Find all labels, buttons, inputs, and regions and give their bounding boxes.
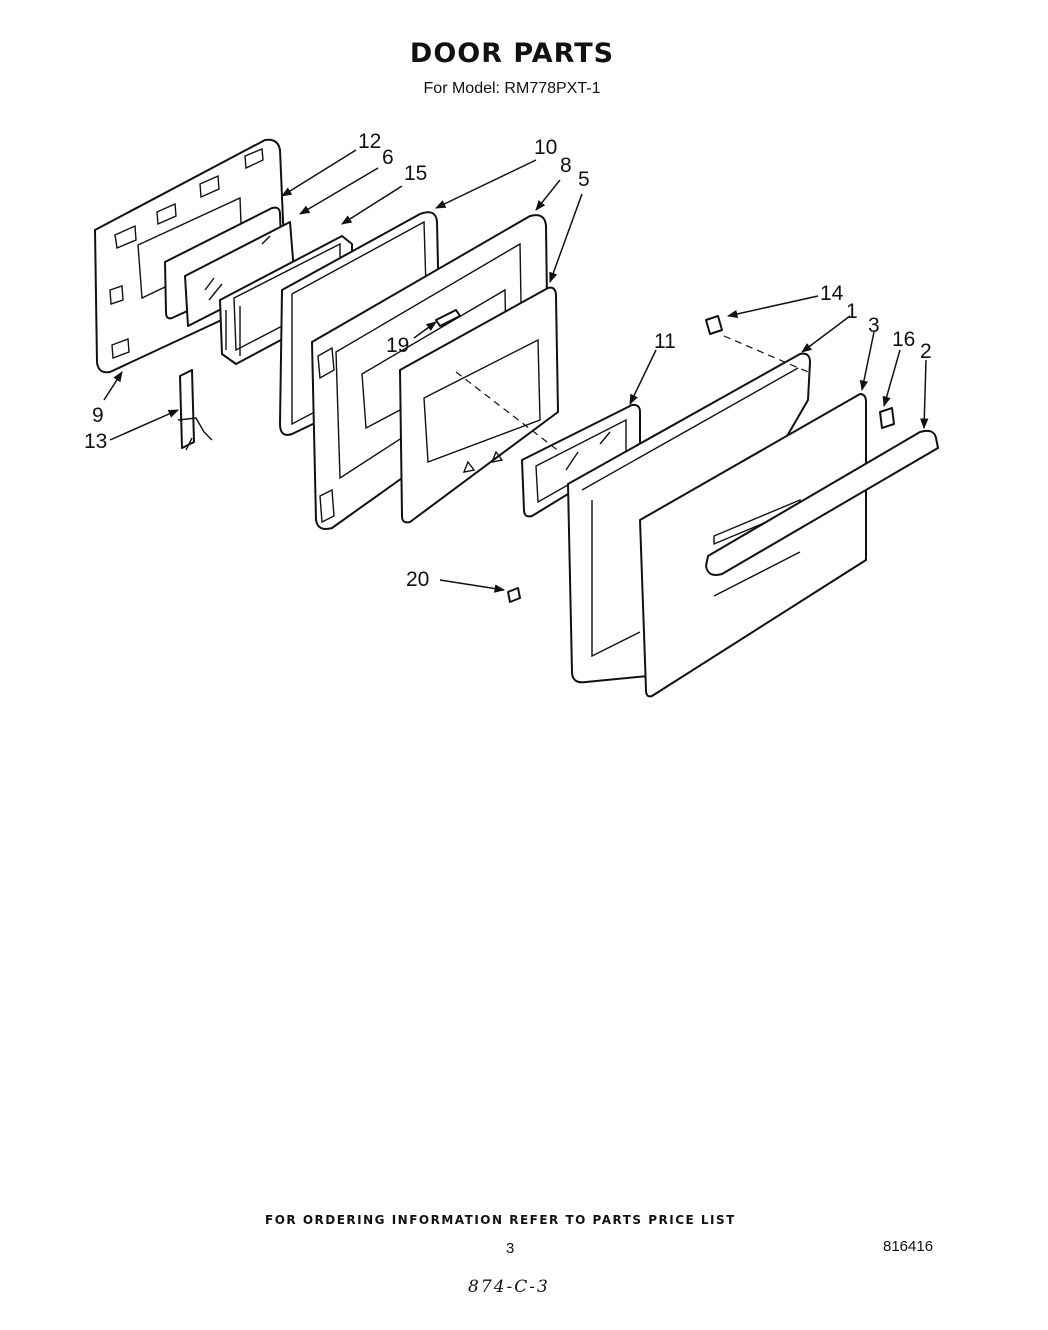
handle-end-cap	[879, 407, 895, 429]
screw-plug	[705, 315, 723, 335]
page-number: 3	[506, 1240, 515, 1257]
model-subtitle: For Model: RM778PXT-1	[423, 80, 601, 97]
callout-5: 5	[578, 168, 590, 191]
door-handle	[705, 429, 939, 576]
document-code: 816416	[883, 1238, 934, 1255]
door-bumper	[507, 587, 521, 603]
callout-10: 10	[534, 136, 557, 159]
inner-glass-assembly	[164, 206, 295, 327]
leader-lines	[103, 149, 929, 593]
callout-11: 11	[654, 330, 676, 353]
callout-13: 13	[84, 430, 107, 453]
callout-20: 20	[406, 568, 429, 591]
inner-door-liner	[399, 286, 559, 524]
callout-9: 9	[92, 404, 104, 427]
callout-19: 19	[386, 334, 409, 357]
callout-16: 16	[892, 328, 915, 351]
page-title: DOOR PARTS	[409, 38, 615, 69]
callout-15: 15	[404, 162, 427, 185]
handwritten-note: 874-C-3	[468, 1277, 550, 1297]
callout-3: 3	[868, 314, 880, 337]
callout-1: 1	[846, 300, 858, 323]
callout-6: 6	[382, 146, 394, 169]
callout-12: 12	[358, 130, 381, 153]
door-hinge	[177, 369, 213, 451]
callout-2: 2	[920, 340, 932, 363]
ordering-note: FOR ORDERING INFORMATION REFER TO PARTS …	[265, 1213, 736, 1227]
callout-8: 8	[560, 154, 572, 177]
callout-14: 14	[820, 282, 844, 305]
door-clip	[435, 309, 461, 327]
